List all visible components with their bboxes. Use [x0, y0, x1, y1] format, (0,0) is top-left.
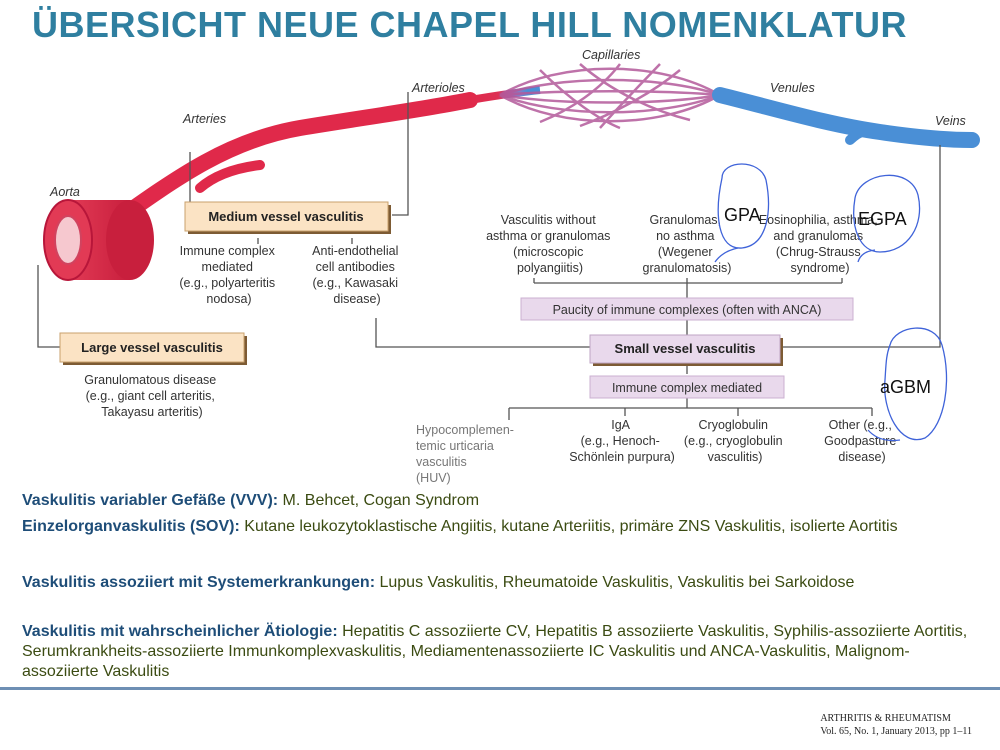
annotation-circles [714, 163, 948, 442]
paragraph-system: Vaskulitis assoziiert mit Systemerkranku… [22, 573, 982, 593]
paragraph-text: M. Behcet, Cogan Syndrom [278, 492, 480, 509]
other-desc: Other (e.g., Goodpasture disease) [824, 418, 900, 464]
agbm-annotation: aGBM [880, 377, 931, 397]
connector-lines [37, 92, 941, 420]
arteries-label: Arteries [182, 112, 226, 126]
vessel-tree [102, 63, 980, 233]
venules-label: Venules [770, 81, 815, 95]
veins-label: Veins [935, 114, 966, 128]
medium-left-desc: Immune complex mediated (e.g., polyarter… [179, 244, 278, 306]
egpa-desc: Eosinophilia, asthma, and granulomas (Ch… [759, 213, 881, 275]
paragraph-text: Hepatitis C assoziierte CV, Hepatitis B … [22, 623, 968, 680]
gpa-desc: Granulomas, no asthma (Wegener granuloma… [643, 213, 732, 275]
citation: ARTHRITIS & RHEUMATISM Vol. 65, No. 1, J… [820, 712, 972, 738]
medium-right-desc: Anti-endothelial cell antibodies (e.g., … [312, 244, 402, 306]
gpa-annotation: GPA [724, 205, 761, 225]
paragraph-text: Kutane leukozytoklastische Angiitis, kut… [239, 518, 898, 535]
paragraph-text: Lupus Vaskulitis, Rheumatoide Vaskulitis… [375, 574, 855, 591]
paragraph-sov: Einzelorganvaskulitis (SOV): Kutane leuk… [22, 517, 982, 537]
paucity-box: Paucity of immune complexes (often with … [553, 303, 822, 317]
arterioles-label: Arterioles [411, 81, 465, 95]
immune-box-bg [589, 375, 785, 399]
medium-vessel-box: Medium vessel vasculitis [208, 209, 363, 224]
paragraph-vvv: Vaskulitis variabler Gefäße (VVV): M. Be… [22, 491, 982, 511]
mpa-desc: Vasculitis without asthma or granulomas … [486, 213, 614, 275]
vessel-diagram: Capillaries Arterioles Venules Arteries … [37, 48, 980, 485]
page-title: ÜBERSICHT NEUE CHAPEL HILL NOMENKLATUR [32, 4, 908, 45]
small-vessel-box: Small vessel vasculitis [615, 341, 756, 356]
medium-vessel-group: Medium vessel vasculitis Immune complex … [179, 201, 402, 306]
paragraph-label: Einzelorganvaskulitis (SOV): [22, 518, 240, 535]
large-vessel-group: Large vessel vasculitis Granulomatous di… [59, 332, 247, 419]
paragraph-etiology: Vaskulitis mit wahrscheinlicher Ätiologi… [22, 622, 982, 682]
huv-note: Hypocomplemen- temic urticaria vasculiti… [416, 423, 517, 485]
small-anca-columns: Vasculitis without asthma or granulomas … [486, 213, 881, 275]
citation-volume: Vol. 65, No. 1, January 2013, pp 1–11 [820, 726, 972, 737]
large-vessel-desc: Granulomatous disease (e.g., giant cell … [84, 373, 220, 419]
capillary-network [499, 63, 721, 130]
divider-line [0, 687, 1000, 690]
paragraph-label: Vaskulitis variabler Gefäße (VVV): [22, 492, 279, 509]
citation-journal: ARTHRITIS & RHEUMATISM [820, 713, 951, 724]
egpa-annotation: EGPA [858, 209, 907, 229]
immune-complex-box: Immune complex mediated [612, 381, 762, 395]
paragraph-label: Vaskulitis assoziiert mit Systemerkranku… [22, 574, 376, 591]
aorta-label: Aorta [49, 185, 80, 199]
small-ic-columns: IgA (e.g., Henoch- Schönlein purpura) Cr… [569, 418, 900, 464]
paragraph-label: Vaskulitis mit wahrscheinlicher Ätiologi… [22, 623, 338, 640]
aorta-cylinder [43, 199, 154, 281]
iga-desc: IgA (e.g., Henoch- Schönlein purpura) [569, 418, 675, 464]
paucity-box-bg [520, 297, 854, 321]
capillaries-label: Capillaries [582, 48, 640, 62]
large-vessel-box: Large vessel vasculitis [81, 340, 223, 355]
cryo-desc: Cryoglobulin (e.g., cryoglobulin vasculi… [684, 418, 786, 464]
small-vessel-box-bg [589, 334, 781, 364]
